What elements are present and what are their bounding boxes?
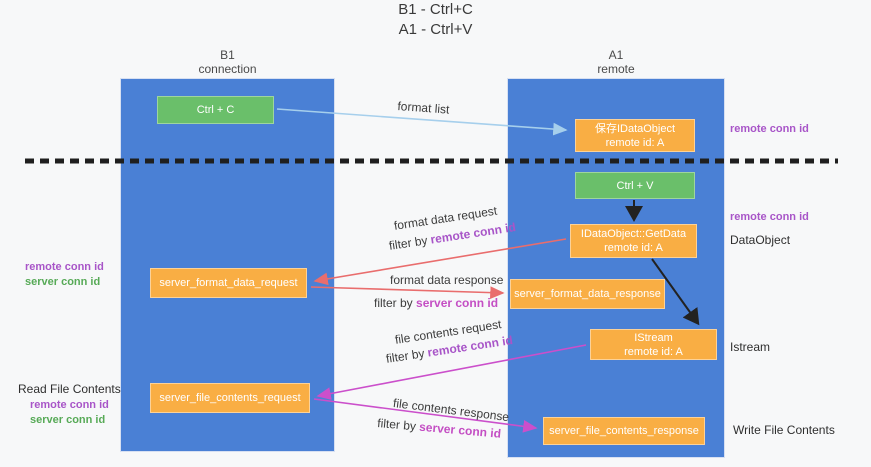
filter-by-text: filter by <box>385 345 429 366</box>
ctrl-c-box: Ctrl + C <box>157 96 274 124</box>
server-format-data-request-label: server_format_data_request <box>159 277 298 289</box>
server-format-data-request-box: server_format_data_request <box>150 268 307 298</box>
lane-right-title: A1 <box>608 48 624 62</box>
format-data-response-filter-label: filter by server conn id <box>374 296 498 310</box>
server-conn-id-text: server conn id <box>418 419 502 441</box>
filter-by-text: filter by <box>376 416 420 434</box>
server-conn-id-text: server conn id <box>416 296 499 310</box>
remote-conn-id-annotation-top: remote conn id <box>730 123 809 135</box>
filter-by-text: filter by <box>374 296 417 310</box>
server-file-contents-request-label: server_file_contents_request <box>159 392 301 404</box>
istream-line1: IStream <box>634 331 673 344</box>
server-conn-id-annotation-left2: server conn id <box>30 414 106 426</box>
lane-left-subtitle: connection <box>198 62 257 76</box>
format-data-response-arrow <box>310 286 505 299</box>
lane-header-left: B1 connection <box>120 48 335 76</box>
dataobject-annotation: DataObject <box>730 233 791 247</box>
save-idataobject-line1: 保存IDataObject <box>594 122 676 135</box>
write-file-contents-annotation: Write File Contents <box>733 423 835 437</box>
lane-left-title: B1 <box>220 48 235 62</box>
format-data-response-label: format data response <box>390 273 504 287</box>
lane-header-right: A1 remote <box>507 48 725 76</box>
server-format-data-response-box: server_format_data_response <box>510 279 665 309</box>
ctrl-c-label: Ctrl + C <box>196 104 235 116</box>
ctrl-v-box: Ctrl + V <box>575 172 695 199</box>
format-list-label: format list <box>397 99 450 117</box>
save-idataobject-line2: remote id: A <box>605 136 665 149</box>
remote-conn-id-annotation-left2: remote conn id <box>30 399 109 411</box>
remote-conn-id-annotation-mid: remote conn id <box>730 211 809 223</box>
idataobject-getdata-box: IDataObject::GetData remote id: A <box>570 224 697 258</box>
istream-box: IStream remote id: A <box>590 329 717 360</box>
title-line-2: A1 - Ctrl+V <box>398 21 473 38</box>
filter-by-text: filter by <box>388 232 432 253</box>
idataobject-getdata-line2: remote id: A <box>604 242 663 254</box>
lane-right-subtitle: remote <box>597 62 635 76</box>
idataobject-getdata-line1: IDataObject::GetData <box>580 228 687 240</box>
server-file-contents-response-box: server_file_contents_response <box>543 417 705 445</box>
server-file-contents-response-label: server_file_contents_response <box>549 425 699 437</box>
title-line-1: B1 - Ctrl+C <box>398 1 473 18</box>
diagram-title: B1 - Ctrl+C A1 - Ctrl+V <box>0 0 871 40</box>
server-file-contents-request-box: server_file_contents_request <box>150 383 310 413</box>
server-conn-id-annotation-left1: server conn id <box>25 276 101 288</box>
read-file-contents-annotation: Read File Contents <box>18 382 121 396</box>
istream-line2: remote id: A <box>624 345 683 358</box>
save-idataobject-box: 保存IDataObject remote id: A <box>575 119 695 152</box>
ctrl-v-label: Ctrl + V <box>616 179 654 192</box>
remote-conn-id-annotation-left1: remote conn id <box>25 261 104 273</box>
server-format-data-response-label: server_format_data_response <box>514 288 661 300</box>
istream-annotation: Istream <box>730 340 771 354</box>
